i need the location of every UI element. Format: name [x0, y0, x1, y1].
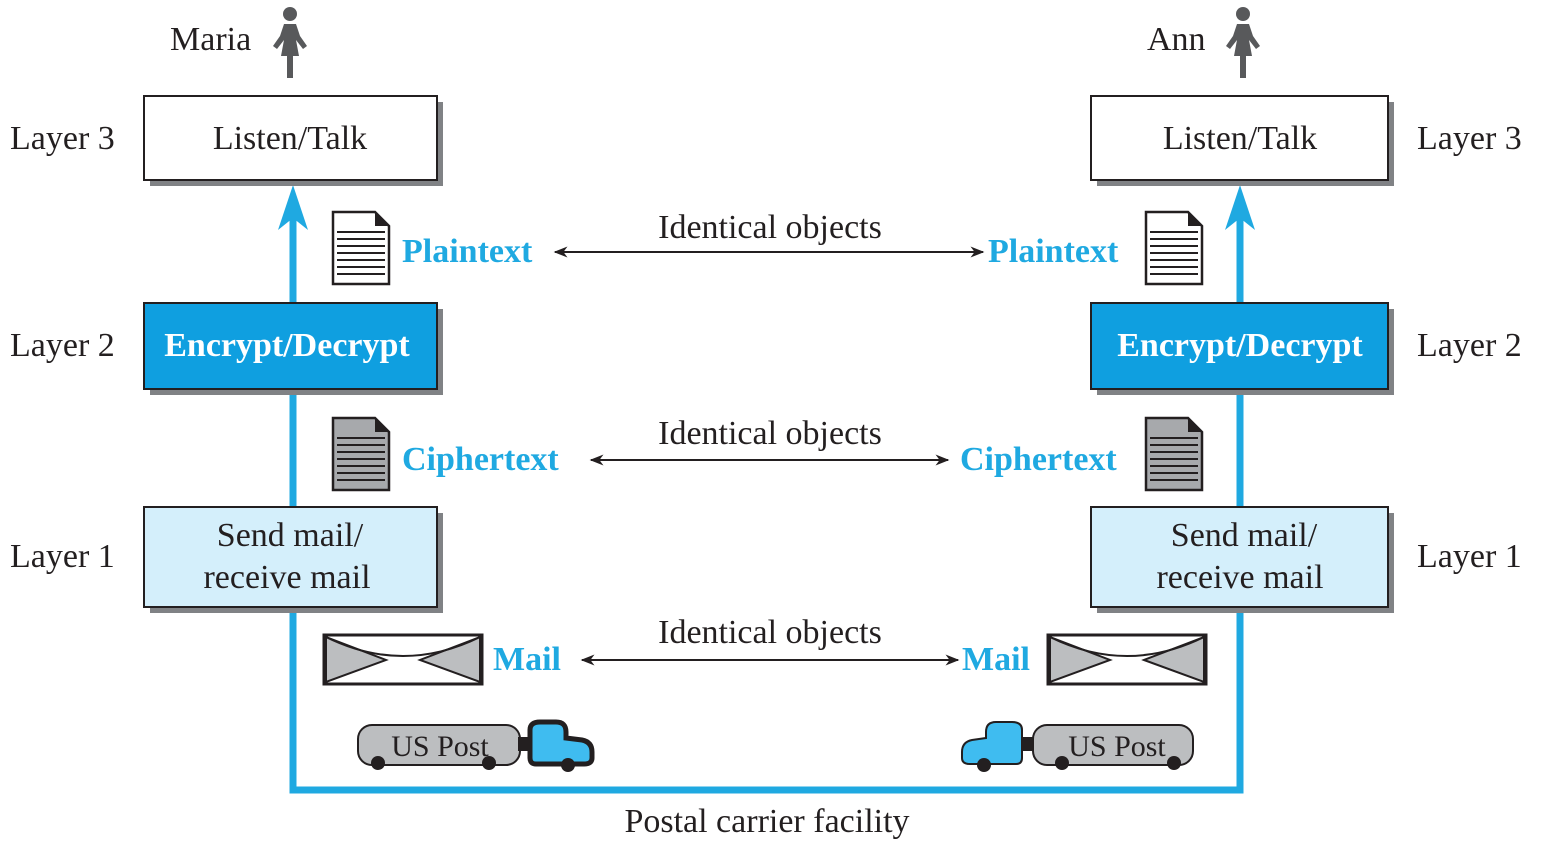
layer1-label-left: Layer 1: [10, 538, 115, 575]
person-name-maria: Maria: [170, 21, 251, 58]
layer3-box-left: Listen/Talk: [143, 95, 443, 186]
identical-objects-label: Identical objects: [658, 209, 882, 246]
ciphertext-label-left: Ciphertext: [402, 441, 559, 478]
woman-icon: [273, 7, 307, 78]
layer2-label-left: Layer 2: [10, 327, 115, 364]
layer1-box-line2-right: receive mail: [1156, 559, 1323, 596]
ciphertext-peer-connection: Identical objects: [589, 415, 950, 466]
identical-objects-label: Identical objects: [658, 415, 882, 452]
document-gray-icon: [331, 416, 391, 492]
ciphertext-label-right: Ciphertext: [960, 441, 1117, 478]
woman-icon: [1226, 7, 1260, 78]
layer2-label-right: Layer 2: [1417, 327, 1522, 364]
envelope-icon: [322, 633, 484, 686]
truck-label-right: US Post: [1068, 730, 1166, 763]
layer1-box-line1-left: Send mail/: [217, 517, 364, 554]
layer1-box-left: Send mail/ receive mail: [143, 506, 443, 613]
up-arrow-left: [278, 185, 308, 230]
mail-truck-icon: US Post: [961, 721, 1194, 772]
layer1-label-right: Layer 1: [1417, 538, 1522, 575]
person-name-ann: Ann: [1147, 21, 1206, 58]
layer1-box-right: Send mail/ receive mail: [1090, 506, 1394, 613]
layer3-box-right: Listen/Talk: [1090, 95, 1394, 186]
mail-label-left: Mail: [493, 641, 561, 678]
layer2-box-text-left: Encrypt/Decrypt: [164, 327, 410, 364]
truck-label-left: US Post: [391, 730, 489, 763]
layer2-box-text-right: Encrypt/Decrypt: [1117, 327, 1363, 364]
plaintext-label-right: Plaintext: [988, 233, 1119, 270]
mail-peer-connection: Identical objects: [580, 614, 960, 666]
layer3-label-right: Layer 3: [1417, 120, 1522, 157]
layer1-box-line2-left: receive mail: [203, 559, 370, 596]
identical-objects-label: Identical objects: [658, 614, 882, 651]
layer2-box-right: Encrypt/Decrypt: [1090, 302, 1394, 395]
document-gray-icon: [1144, 416, 1204, 492]
document-icon: [1144, 210, 1204, 286]
layer2-box-left: Encrypt/Decrypt: [143, 302, 443, 395]
person-maria: Maria: [170, 7, 307, 78]
layer3-label-left: Layer 3: [10, 120, 115, 157]
postal-path: [278, 185, 1255, 794]
mail-truck-icon: US Post: [357, 719, 595, 772]
postal-carrier-label: Postal carrier facility: [624, 803, 909, 840]
envelope-icon: [1046, 633, 1208, 686]
layer1-box-line1-right: Send mail/: [1171, 517, 1318, 554]
document-icon: [331, 210, 391, 286]
plaintext-label-left: Plaintext: [402, 233, 533, 270]
layer3-box-text-right: Listen/Talk: [1163, 120, 1317, 157]
plaintext-peer-connection: Identical objects: [553, 209, 985, 258]
person-ann: Ann: [1147, 7, 1260, 78]
mail-label-right: Mail: [962, 641, 1030, 678]
up-arrow-right: [1225, 185, 1255, 230]
layer3-box-text-left: Listen/Talk: [213, 120, 367, 157]
